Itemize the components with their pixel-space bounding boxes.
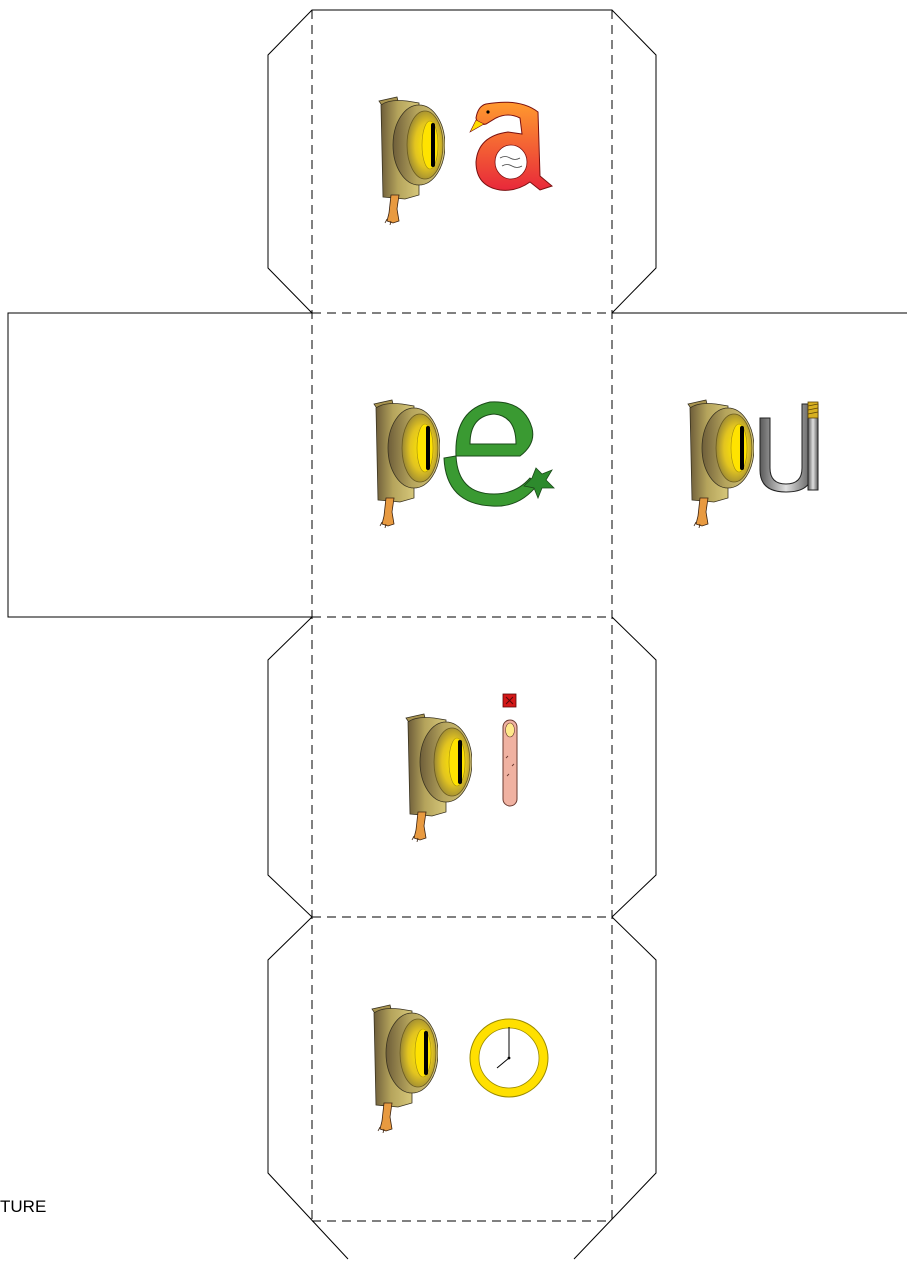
face-pu <box>687 399 819 528</box>
swan-icon <box>469 101 554 191</box>
clock-icon <box>469 1018 549 1098</box>
finger-icon <box>502 693 518 807</box>
left-face-cut <box>7 312 312 618</box>
plant-icon <box>443 401 555 507</box>
screw-icon <box>759 401 819 493</box>
pot-icon <box>687 399 754 528</box>
top-face-flaps-cut <box>267 9 657 314</box>
face-pi <box>405 693 518 842</box>
pot-icon <box>371 1004 438 1133</box>
face-pa <box>378 96 554 225</box>
pot-icon <box>378 96 445 225</box>
lower-face-flaps-cut <box>267 616 349 1260</box>
face-pe <box>373 399 555 528</box>
face-po <box>371 1004 549 1133</box>
pot-icon <box>405 713 472 842</box>
lower-face-flaps-cut-right <box>573 616 657 1260</box>
footer-text: TURE <box>0 1197 47 1216</box>
pot-icon <box>373 399 440 528</box>
